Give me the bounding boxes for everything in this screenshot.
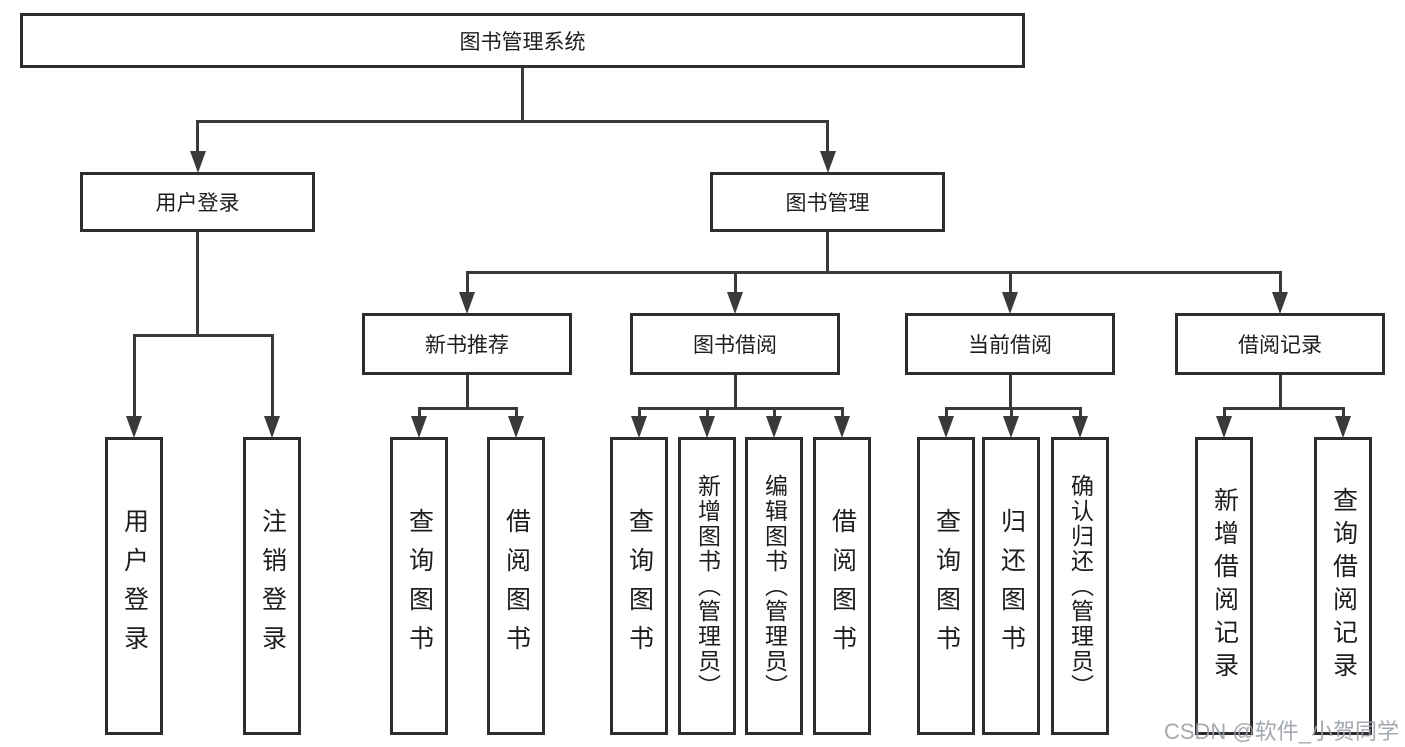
node-label: 注销登录	[258, 508, 287, 664]
node-label: 借阅图书	[502, 508, 531, 664]
arrowhead-down-icon	[631, 416, 647, 438]
node-label: 借阅图书	[828, 508, 857, 664]
connector-bus	[465, 271, 1282, 274]
arrowhead-down-icon	[1002, 292, 1018, 314]
arrowhead-down-icon	[699, 416, 715, 438]
connector-drop	[132, 334, 136, 419]
arrowhead-down-icon	[1335, 416, 1351, 438]
connector-bus	[196, 120, 829, 123]
arrowhead-down-icon	[411, 416, 427, 438]
connector-drop	[270, 334, 274, 419]
connector-stem	[521, 68, 524, 123]
arrowhead-down-icon	[938, 416, 954, 438]
connector-drop	[417, 407, 421, 419]
arrowhead-down-icon	[126, 416, 142, 438]
arrowhead-down-icon	[508, 416, 524, 438]
node-label: 查询图书	[932, 508, 961, 664]
arrowhead-down-icon	[459, 292, 475, 314]
node-leaf-borrow-book-2: 借阅图书	[813, 437, 871, 735]
node-leaf-confirm-return: 确认归还（管理员）	[1051, 437, 1109, 735]
connector-drop	[1278, 271, 1282, 295]
node-borrow-records: 借阅记录	[1175, 313, 1385, 375]
arrowhead-down-icon	[819, 151, 836, 173]
arrowhead-down-icon	[1003, 416, 1019, 438]
connector-bus	[637, 407, 844, 410]
connector-stem	[196, 232, 199, 337]
connector-drop	[772, 407, 776, 419]
node-leaf-edit-book: 编辑图书（管理员）	[745, 437, 803, 735]
arrowhead-down-icon	[1072, 416, 1088, 438]
node-user-login: 用户登录	[80, 172, 315, 232]
connector-bus	[944, 407, 1082, 410]
node-label: 查询图书	[625, 508, 654, 664]
connector-stem	[465, 375, 469, 410]
connector-drop	[465, 271, 469, 295]
arrowhead-down-icon	[1272, 292, 1288, 314]
node-label: 新增借阅记录	[1210, 487, 1239, 685]
node-label: 图书借阅	[693, 334, 777, 357]
connector-stem	[1008, 375, 1012, 410]
connector-drop	[1009, 407, 1013, 419]
connector-stem	[826, 232, 829, 274]
connector-drop	[514, 407, 518, 419]
node-label: 确认归还（管理员）	[1067, 473, 1094, 699]
node-leaf-borrow-book-1: 借阅图书	[487, 437, 545, 735]
arrowhead-down-icon	[189, 151, 206, 173]
node-leaf-query-book-2: 查询图书	[610, 437, 668, 735]
connector-drop	[826, 120, 829, 154]
node-leaf-query-book-1: 查询图书	[390, 437, 448, 735]
connector-bus	[1222, 407, 1345, 410]
node-book-borrow: 图书借阅	[630, 313, 840, 375]
node-label: 查询图书	[405, 508, 434, 664]
node-label: 当前借阅	[968, 334, 1052, 357]
connector-stem	[733, 375, 737, 410]
node-leaf-query-book-3: 查询图书	[917, 437, 975, 735]
node-label: 归还图书	[997, 508, 1026, 664]
connector-stem	[1278, 375, 1282, 410]
connector-drop	[196, 120, 199, 154]
node-label: 图书管理系统	[459, 30, 586, 54]
arrowhead-down-icon	[766, 416, 782, 438]
connector-drop	[1222, 407, 1226, 419]
node-label: 用户登录	[155, 192, 240, 215]
connector-drop	[944, 407, 948, 419]
connector-drop	[733, 271, 737, 295]
arrowhead-down-icon	[727, 292, 743, 314]
connector-drop	[1078, 407, 1082, 419]
node-label: 图书管理	[785, 192, 870, 215]
connector-bus	[417, 407, 518, 410]
node-label: 新书推荐	[425, 334, 509, 357]
connector-drop	[705, 407, 709, 419]
node-current-borrow: 当前借阅	[905, 313, 1115, 375]
node-label: 用户登录	[120, 508, 149, 664]
node-leaf-add-book: 新增图书（管理员）	[678, 437, 736, 735]
connector-drop	[1008, 271, 1012, 295]
node-leaf-add-record: 新增借阅记录	[1195, 437, 1253, 735]
connector-bus	[132, 334, 274, 337]
arrowhead-down-icon	[834, 416, 850, 438]
node-root: 图书管理系统	[20, 13, 1025, 68]
node-leaf-query-record: 查询借阅记录	[1314, 437, 1372, 735]
arrowhead-down-icon	[264, 416, 280, 438]
node-label: 编辑图书（管理员）	[761, 473, 788, 699]
watermark: CSDN @软件_小贺同学	[1163, 719, 1399, 744]
node-label: 新增图书（管理员）	[694, 473, 721, 699]
node-label: 查询借阅记录	[1329, 487, 1358, 685]
arrowhead-down-icon	[1216, 416, 1232, 438]
connector-drop	[840, 407, 844, 419]
node-leaf-user-login: 用户登录	[105, 437, 163, 735]
node-label: 借阅记录	[1238, 334, 1322, 357]
connector-drop	[637, 407, 641, 419]
node-leaf-return-book: 归还图书	[982, 437, 1040, 735]
connector-drop	[1341, 407, 1345, 419]
node-leaf-logout: 注销登录	[243, 437, 301, 735]
node-book-mgmt: 图书管理	[710, 172, 945, 232]
node-new-book-rec: 新书推荐	[362, 313, 572, 375]
